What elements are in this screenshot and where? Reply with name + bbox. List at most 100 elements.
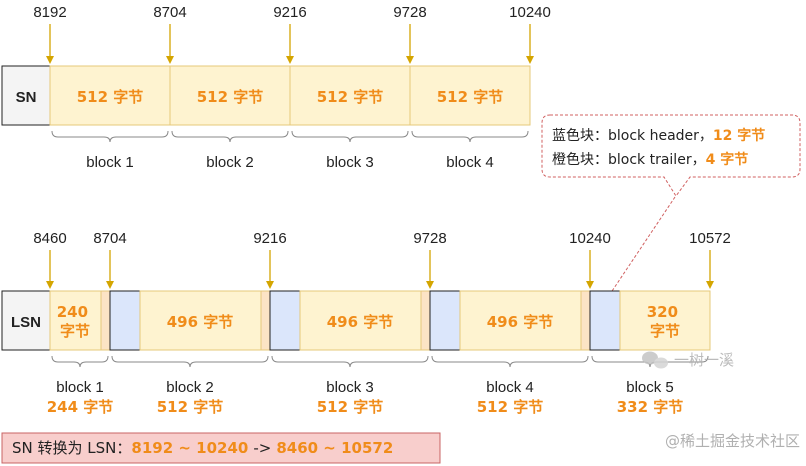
- lsn-block-size: 332 字节: [617, 398, 684, 416]
- sn-cells: 512 字节 512 字节 512 字节 512 字节: [49, 65, 531, 126]
- footer-lsn-range: 8460 ~ 10572: [276, 439, 393, 457]
- lsn-cell-size: 496 字节: [487, 313, 554, 331]
- brace: [291, 130, 409, 143]
- callout-header-desc: 蓝色块：block header，: [552, 127, 713, 144]
- brace: [171, 130, 289, 143]
- brace: [271, 355, 429, 368]
- wechat-icon: [642, 351, 668, 369]
- lsn-block-name: block 4: [486, 379, 534, 396]
- sn-block-name: block 3: [326, 154, 374, 171]
- sn-offset-label: 9728: [393, 4, 426, 21]
- lsn-offset-label: 8704: [93, 230, 126, 247]
- brace: [411, 130, 529, 143]
- lsn-block-name: block 5: [626, 379, 674, 396]
- sn-data-cell: [289, 65, 411, 126]
- site-watermark: @稀土掘金技术社区: [665, 432, 800, 450]
- lsn-row-label-box: [1, 290, 51, 351]
- lsn-block-name: block 3: [326, 379, 374, 396]
- lsn-data-cell: [139, 290, 262, 351]
- lsn-block-size: 244 字节: [47, 398, 114, 416]
- callout-line-trailer: 橙色块：block trailer，4 字节: [552, 151, 748, 168]
- footer-sn-range: 8192 ~ 10240: [131, 439, 248, 457]
- sn-offset-label: 9216: [273, 4, 306, 21]
- lsn-block-size: 512 字节: [477, 398, 544, 416]
- block-trailer: [420, 290, 431, 351]
- lsn-data-cell: [49, 290, 102, 351]
- callout-header-size: 12 字节: [713, 127, 765, 144]
- block-header: [429, 290, 461, 351]
- conversion-footer: SN 转换为 LSN：8192 ~ 10240 -> 8460 ~ 10572: [1, 432, 441, 464]
- callout-line-header: 蓝色块：block header，12 字节: [552, 127, 765, 144]
- lsn-last-cell-unit: 字节: [650, 322, 680, 340]
- sn-offsets: 8192 8704 9216 9728 10240: [33, 4, 551, 21]
- lsn-cell-size: 496 字节: [167, 313, 234, 331]
- sn-data-cell: [409, 65, 531, 126]
- lsn-data-cell: [619, 290, 711, 351]
- sn-offset-label: 10240: [509, 4, 551, 21]
- sn-data-cell: [49, 65, 171, 126]
- sn-section: 8192 8704 9216 9728 10240 SN 512 字节 512 …: [1, 4, 551, 171]
- lsn-offset-label: 9728: [413, 230, 446, 247]
- lsn-block-name: block 1: [56, 379, 104, 396]
- lsn-section: 8460 8704 9216 9728 10240 10572 LSN: [1, 230, 731, 416]
- lsn-offset-label: 10240: [569, 230, 611, 247]
- lsn-data-cell: [299, 290, 422, 351]
- lsn-offset-arrows: [46, 250, 714, 289]
- callout-bubble: [541, 114, 801, 197]
- block-header: [269, 290, 301, 351]
- sn-block-labels: block 1 block 2 block 3 block 4: [86, 154, 494, 171]
- lsn-offset-label: 9216: [253, 230, 286, 247]
- sn-offset-label: 8704: [153, 4, 186, 21]
- footer-text: SN 转换为 LSN：8192 ~ 10240 -> 8460 ~ 10572: [12, 439, 393, 457]
- sn-cell-size: 512 字节: [317, 88, 384, 106]
- block-header: [109, 290, 141, 351]
- wechat-watermark: 一树一溪: [642, 351, 734, 369]
- sn-block-name: block 2: [206, 154, 254, 171]
- lsn-last-cell-size: 320 字节: [647, 303, 684, 340]
- sn-row-label: SN: [16, 89, 37, 106]
- sn-cell-size: 512 字节: [77, 88, 144, 106]
- lsn-first-cell-unit: 字节: [60, 322, 90, 340]
- callout-trailer-desc: 橙色块：block trailer，: [552, 151, 706, 168]
- lsn-block-size: 512 字节: [157, 398, 224, 416]
- lsn-block-size: 512 字节: [317, 398, 384, 416]
- lsn-offset-label: 8460: [33, 230, 66, 247]
- block-trailer: [260, 290, 271, 351]
- lsn-block-name: block 2: [166, 379, 214, 396]
- sn-cell-size: 512 字节: [197, 88, 264, 106]
- lsn-braces: [51, 355, 709, 368]
- sn-offset-label: 8192: [33, 4, 66, 21]
- footer-arrow: ->: [253, 439, 271, 457]
- lsn-last-cell-number: 320: [647, 303, 678, 321]
- callout-trailer-size: 4 字节: [706, 151, 749, 168]
- lsn-first-cell-size: 240 字节: [57, 303, 94, 340]
- lsn-cell-size: 496 字节: [327, 313, 394, 331]
- sn-cell-size: 512 字节: [437, 88, 504, 106]
- footer-box: [1, 432, 441, 464]
- lsn-row-label: LSN: [11, 314, 41, 331]
- sn-block-name: block 1: [86, 154, 134, 171]
- lsn-offset-label: 10572: [689, 230, 731, 247]
- sn-braces: [51, 130, 529, 143]
- brace: [591, 355, 709, 368]
- brace: [51, 355, 109, 368]
- lsn-block-labels: block 1 244 字节 block 2 512 字节 block 3 51…: [47, 379, 684, 416]
- brace: [51, 130, 169, 143]
- sn-data-cell: [169, 65, 291, 126]
- lsn-data-cell: [459, 290, 582, 351]
- lsn-offsets: 8460 8704 9216 9728 10240 10572: [33, 230, 731, 247]
- footer-prefix: SN 转换为 LSN：: [12, 439, 131, 457]
- block-header: [589, 290, 621, 351]
- block-trailer: [100, 290, 111, 351]
- sn-offset-arrows: [46, 24, 534, 64]
- wechat-watermark-text: 一树一溪: [674, 351, 734, 369]
- block-trailer: [580, 290, 591, 351]
- sn-row-label-box: [1, 65, 51, 126]
- brace: [431, 355, 589, 368]
- sn-block-name: block 4: [446, 154, 494, 171]
- lsn-cells: 240 字节 496 字节 496 字节 496 字节 320 字节: [49, 290, 711, 351]
- lsn-first-cell-number: 240: [57, 303, 88, 321]
- legend-callout: 蓝色块：block header，12 字节 橙色块：block trailer…: [541, 114, 801, 322]
- brace: [111, 355, 269, 368]
